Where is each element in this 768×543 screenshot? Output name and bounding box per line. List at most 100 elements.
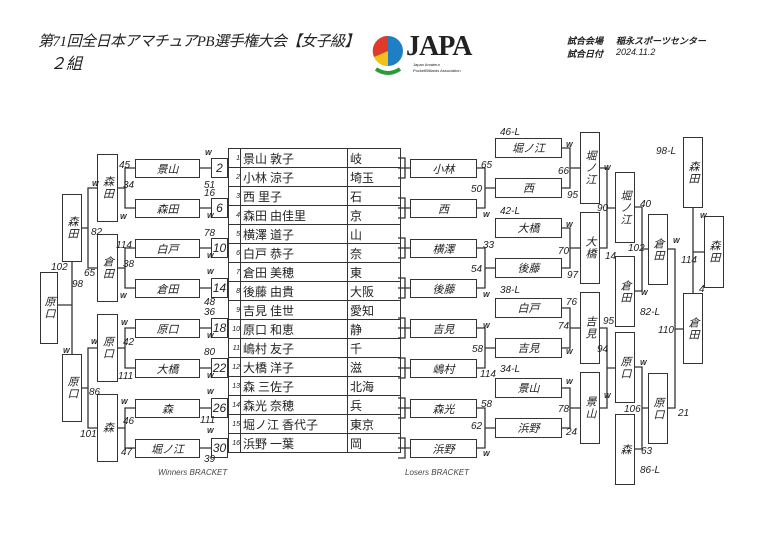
losers-r1-box: 後藤 bbox=[410, 279, 477, 298]
score-label: W bbox=[207, 333, 214, 340]
score-label: 34 bbox=[123, 180, 135, 191]
score-label: 94 bbox=[597, 344, 609, 355]
score-label: 24 bbox=[566, 427, 578, 438]
logo-text: JAPA bbox=[406, 31, 472, 62]
name-text: 堀ノ江 bbox=[151, 443, 184, 456]
losers-r5-box: 倉田 bbox=[648, 214, 668, 285]
player-prefecture: 愛知 bbox=[347, 300, 401, 320]
logo-mark-icon bbox=[372, 35, 403, 75]
score-label: W bbox=[673, 238, 680, 245]
losers-r1-box: 森光 bbox=[410, 399, 477, 418]
name-text: 吉見 bbox=[517, 343, 540, 355]
name-text: 吉見 bbox=[584, 316, 596, 340]
drop-in-label: 42-L bbox=[500, 206, 521, 217]
score-label: W bbox=[566, 222, 573, 229]
logo-subtitle: Japan Amateur bbox=[413, 62, 440, 67]
losers-r2-box: 浜野 bbox=[495, 418, 562, 438]
score-label: 74 bbox=[558, 321, 570, 332]
name-text: 小林 bbox=[432, 163, 455, 176]
player-name: 原口 和恵 bbox=[240, 319, 348, 339]
score-label: 54 bbox=[471, 264, 483, 275]
drop-in-label: 38-L bbox=[500, 285, 521, 296]
name-text: 景山 bbox=[156, 163, 179, 176]
score-label: W bbox=[483, 323, 490, 330]
japa-logo: JAPA Japan Amateur PocketBilliards Assoc… bbox=[368, 31, 488, 78]
name-text: 森 bbox=[101, 422, 114, 434]
match-number-box: 10 bbox=[211, 238, 228, 258]
losers-r1-box: 吉見 bbox=[410, 319, 477, 338]
name-text: 森田 bbox=[708, 240, 720, 264]
player-prefecture: 石 bbox=[347, 186, 401, 206]
champion-box: 森田 bbox=[704, 216, 724, 288]
player-prefecture: 奈 bbox=[347, 243, 401, 263]
name-text: 10 bbox=[212, 241, 227, 255]
losers-r1-box: 浜野 bbox=[410, 439, 477, 458]
name-text: 大橋 bbox=[156, 363, 179, 376]
date: 2024.11.2 bbox=[616, 47, 656, 57]
winners-r1-box: 森 bbox=[135, 399, 200, 418]
player-prefecture: 北海 bbox=[347, 376, 401, 396]
player-prefecture: 岐 bbox=[347, 148, 401, 168]
score-label: W bbox=[205, 150, 212, 157]
player-number: 8 bbox=[228, 281, 241, 301]
score-label: 65 bbox=[84, 268, 96, 279]
winners-r1-box: 大橋 bbox=[135, 359, 200, 378]
score-label: W bbox=[640, 360, 647, 367]
score-label: 40 bbox=[640, 199, 652, 210]
score-label: W bbox=[120, 293, 127, 300]
group-label: ２組 bbox=[50, 56, 83, 73]
player-name: 横澤 道子 bbox=[240, 224, 348, 244]
winners-r1-box: 白戸 bbox=[135, 239, 200, 258]
name-text: 浜野 bbox=[432, 443, 455, 456]
score-label: 70 bbox=[558, 246, 570, 257]
name-text: 森 bbox=[162, 403, 173, 416]
page-title: 第71回全日本アマチュアPB選手権大会【女子級】 bbox=[38, 34, 360, 50]
final-top-box: 森田 bbox=[683, 137, 703, 208]
losers-r3-box: 吉見 bbox=[580, 292, 600, 364]
name-text: 浜野 bbox=[517, 423, 540, 435]
name-text: 堀ノ江 bbox=[619, 189, 631, 226]
score-label: 66 bbox=[558, 166, 570, 177]
player-number: 1 bbox=[228, 148, 241, 168]
player-number: 5 bbox=[228, 224, 241, 244]
match-number-box: 2 bbox=[211, 158, 228, 178]
score-label: 4 bbox=[699, 284, 705, 295]
score-label: 82 bbox=[91, 227, 103, 238]
match-number-box: 30 bbox=[211, 438, 228, 458]
score-label: 110 bbox=[658, 325, 674, 336]
player-number: 2 bbox=[228, 167, 241, 187]
score-label: W bbox=[120, 214, 127, 221]
player-name: 森 三佐子 bbox=[240, 376, 348, 396]
match-number-box: 26 bbox=[211, 398, 228, 418]
name-text: 白戸 bbox=[156, 243, 179, 256]
name-text: 22 bbox=[212, 361, 227, 375]
venue-label: 試合会場 bbox=[567, 36, 604, 46]
player-number: 9 bbox=[228, 300, 241, 320]
score-label: 47 bbox=[121, 447, 133, 458]
player-name: 吉見 佳世 bbox=[240, 300, 348, 320]
player-number: 12 bbox=[228, 357, 241, 377]
name-text: 大橋 bbox=[584, 236, 596, 260]
player-prefecture: 岡 bbox=[347, 433, 401, 453]
score-label: 106 bbox=[624, 404, 641, 415]
score-label: 14 bbox=[605, 251, 617, 262]
player-prefecture: 山 bbox=[347, 224, 401, 244]
player-prefecture: 埼玉 bbox=[347, 167, 401, 187]
losers-r3-box: 堀ノ江 bbox=[580, 132, 600, 204]
score-label: 50 bbox=[471, 184, 483, 195]
name-text: 倉田 bbox=[619, 279, 631, 304]
score-label: W bbox=[207, 389, 214, 396]
score-label: 62 bbox=[471, 421, 483, 432]
player-name: 後藤 由貴 bbox=[240, 281, 348, 301]
score-label: 48 bbox=[204, 297, 216, 308]
losers-r1-box: 西 bbox=[410, 199, 477, 218]
player-number: 14 bbox=[228, 395, 241, 415]
player-name: 白戸 恭子 bbox=[240, 243, 348, 263]
winners-r1-box: 堀ノ江 bbox=[135, 439, 200, 458]
losers-r4-box: 堀ノ江 bbox=[615, 172, 635, 243]
